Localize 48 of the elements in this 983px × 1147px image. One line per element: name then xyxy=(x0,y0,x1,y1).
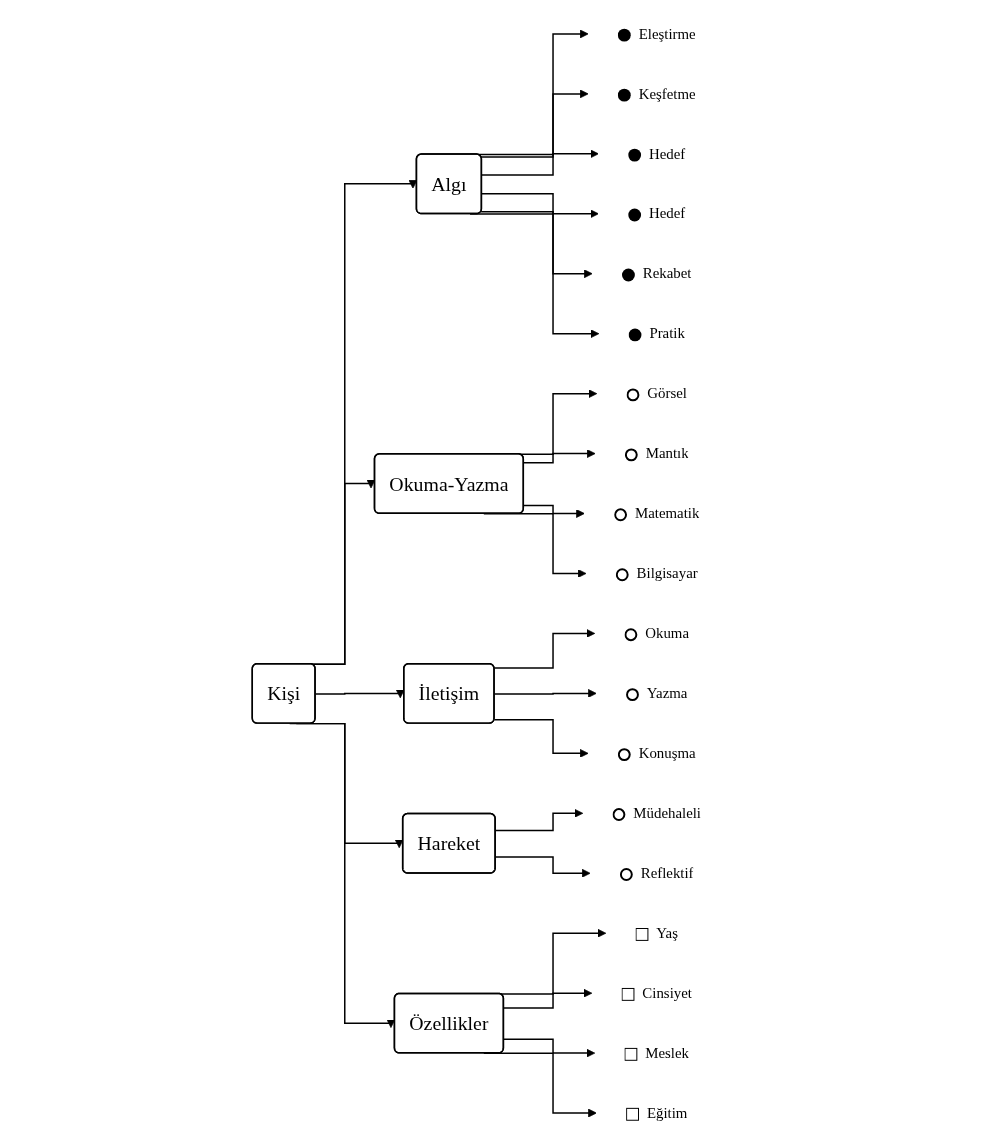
node-circle xyxy=(617,748,631,762)
node-label: Hedef xyxy=(648,205,686,222)
node-circle xyxy=(619,868,633,881)
node-label: Meslek xyxy=(645,1044,690,1061)
node-circle xyxy=(612,808,626,822)
node-label: Yazma xyxy=(646,685,688,702)
arrow xyxy=(503,988,593,1009)
node-circle xyxy=(614,508,627,522)
node-label: Pratik xyxy=(649,325,685,342)
node-box xyxy=(635,928,649,941)
node-circle xyxy=(617,28,631,42)
arrow xyxy=(503,1038,596,1058)
node-circle xyxy=(626,688,639,702)
node-label: Bilgisayar xyxy=(636,565,698,582)
node-circle xyxy=(624,448,638,462)
node-label: Cinsiyet xyxy=(642,984,692,1001)
node-label: Mantık xyxy=(645,445,689,462)
arrow xyxy=(523,449,596,464)
arrow xyxy=(523,504,585,518)
node-box xyxy=(626,1107,639,1121)
arrow xyxy=(481,192,599,219)
node-label: Yaş xyxy=(656,925,678,941)
node-label: Hedef xyxy=(648,145,686,162)
arrow xyxy=(493,629,596,669)
node-circle xyxy=(628,328,642,342)
node-label: Okuma xyxy=(645,625,690,642)
node-box xyxy=(621,988,635,1001)
node-box xyxy=(624,1047,638,1061)
node-label: Görsel xyxy=(647,385,687,402)
arrow xyxy=(480,89,589,158)
node-label: Rekabet xyxy=(642,265,692,282)
node-circle xyxy=(628,148,642,162)
node-label: Eleştirme xyxy=(638,25,696,42)
arrow xyxy=(493,719,589,758)
arrow xyxy=(481,149,599,176)
node-circle xyxy=(617,88,631,102)
node-circle xyxy=(615,568,629,582)
node-label: Reflektif xyxy=(640,865,694,881)
node-label: Konuşma xyxy=(638,745,696,762)
node-circle xyxy=(622,268,635,282)
node-label: Matematik xyxy=(634,505,700,522)
node-label: Keşfetme xyxy=(638,85,696,102)
node-circle xyxy=(628,208,642,222)
node-circle xyxy=(624,628,638,642)
arrow xyxy=(480,210,593,279)
node-label: Eğitim xyxy=(646,1104,688,1121)
node-label: Müdehaleli xyxy=(633,805,701,821)
node-circle xyxy=(626,388,640,402)
